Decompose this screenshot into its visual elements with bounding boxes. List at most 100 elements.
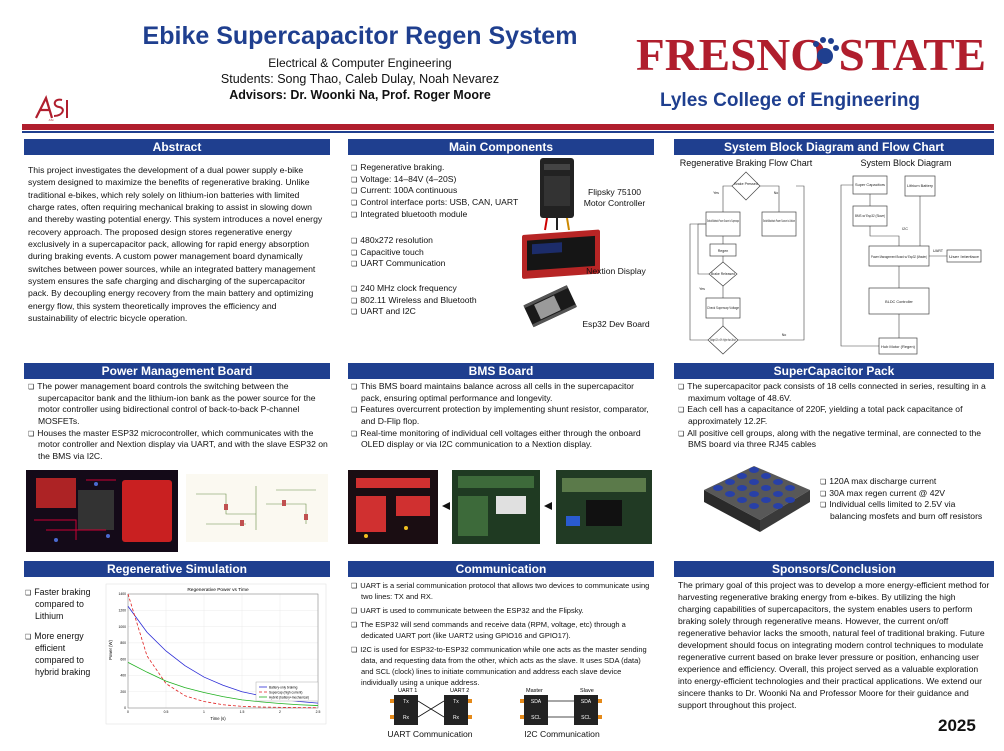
- i2c-pin-label: SCL: [531, 715, 541, 721]
- i2c-pin-label: SCL: [581, 715, 591, 721]
- flow-edge-label: No: [774, 191, 779, 195]
- uart-device-label: UART 2: [450, 688, 469, 694]
- display-spec-list: 480x272 resolution Capacitive touch UART…: [351, 235, 521, 270]
- sponsors-body: The primary goal of this project was to …: [678, 580, 990, 711]
- flow-label: Voltage 42V or 5%: Higher than Lithium: [710, 338, 736, 342]
- flow-edge-label: No: [782, 333, 787, 337]
- comm-list: UART is a serial communication protocol …: [351, 581, 651, 689]
- poster-year: 2025: [938, 716, 976, 735]
- motor-controller-image: [540, 158, 574, 231]
- i2c-pin-label: SDA: [581, 699, 592, 705]
- chart-title: Regenerative Power vs Time: [187, 587, 249, 593]
- list-item: UART is a serial communication protocol …: [351, 581, 651, 603]
- i2c-diagram: Master Slave SDA SCL SDA SCL: [520, 688, 602, 725]
- flow-process: [761, 211, 797, 237]
- series-line: [127, 593, 319, 709]
- uart-pin-label: Tx: [453, 699, 459, 705]
- arrow-icon: [544, 502, 552, 510]
- header-divider-blue: [22, 131, 994, 133]
- block-heading: System Block Diagram and Flow Chart: [674, 139, 994, 155]
- x-tick-label: 2: [279, 710, 281, 714]
- flow-label: Switch/Maintain Power Source to Lithium: [763, 219, 795, 223]
- supercap-spec-list: 120A max discharge current 30A max regen…: [820, 476, 992, 523]
- nextion-caption: Nextion Display: [586, 266, 646, 276]
- list-item: 30A max regen current @ 42V: [820, 488, 992, 500]
- y-tick-label: 0: [124, 706, 126, 710]
- uart-pin-label: Tx: [403, 699, 409, 705]
- y-tick-label: 1400: [118, 592, 126, 596]
- arrow-icon: [442, 502, 450, 510]
- list-item: Current: 100A continuous: [351, 185, 531, 197]
- flow-process: [705, 211, 741, 237]
- list-item: This BMS board maintains balance across …: [351, 381, 651, 404]
- college-name: Lyles College of Engineering: [659, 90, 921, 111]
- block-diagram-title: System Block Diagram: [860, 158, 952, 168]
- block-label: Super Capacitors: [855, 183, 885, 187]
- supercap-pack-image: [704, 466, 810, 532]
- series-line: [127, 662, 319, 706]
- x-tick-label: 1: [203, 710, 205, 714]
- legend-label: Hybrid (battery+mechanical): [269, 696, 309, 700]
- list-item: 120A max discharge current: [820, 476, 992, 488]
- flow-edge-label: Yes: [699, 287, 705, 291]
- list-item: The supercapacitor pack consists of 18 c…: [678, 381, 992, 404]
- motor-caption: Flipsky 75100 Motor Controller: [583, 187, 646, 209]
- y-tick-label: 1200: [118, 608, 126, 612]
- legend-label: Supercap (high current): [269, 691, 303, 695]
- bms-list: This BMS board maintains balance across …: [351, 381, 651, 451]
- regen-flowchart: Brake Pressed Switch/Maintain Power Sour…: [689, 171, 805, 355]
- esp32-board-image: [523, 285, 577, 328]
- i2c-device-label: Master: [526, 688, 543, 694]
- nextion-display-image: [522, 229, 600, 279]
- y-tick-label: 200: [120, 690, 126, 694]
- system-block-diagram: Super Capacitors Lithium Battery BMS w/ …: [840, 175, 982, 355]
- bms-heading: BMS Board: [348, 363, 654, 379]
- esp32-caption: Esp32 Dev Board: [582, 319, 650, 329]
- supercap-list: The supercapacitor pack consists of 18 c…: [678, 381, 992, 451]
- abstract-body: This project investigates the developmen…: [28, 165, 323, 324]
- block-label: BMS w/ Esp32 (Slave): [855, 214, 886, 218]
- x-tick-label: 1.5: [240, 710, 245, 714]
- plot-frame: [127, 593, 319, 709]
- supercap-heading: SuperCapacitor Pack: [674, 363, 994, 379]
- list-item: Each cell has a capacitance of 220F, yie…: [678, 404, 992, 427]
- list-item: Regenerative braking.: [351, 162, 531, 174]
- abstract-heading: Abstract: [24, 139, 330, 155]
- uart-device-label: UART 1: [398, 688, 417, 694]
- list-item: UART is used to communicate between the …: [351, 606, 651, 617]
- flow-decision: [707, 325, 739, 355]
- block-label: I2C: [902, 227, 908, 231]
- block-label: Hub Motor (Regen): [881, 345, 916, 349]
- department: Electrical & Computer Engineering: [268, 56, 452, 70]
- fresno-state-wordmark: FRESNO STATE: [636, 29, 986, 80]
- students: Students: Song Thao, Caleb Dulay, Noah N…: [220, 72, 500, 86]
- poster-title: Ebike Supercapacitor Regen System: [142, 22, 578, 50]
- esp-spec-list: 240 MHz clock frequency 802.11 Wireless …: [351, 283, 526, 318]
- flowchart-title: Regenerative Braking Flow Chart: [679, 158, 813, 168]
- fresno-state-logo: FRESNO STATE: [636, 29, 986, 80]
- y-tick-label: 1000: [118, 625, 126, 629]
- motor-spec-list: Regenerative braking. Voltage: 14–84V (4…: [351, 162, 531, 220]
- list-item: Integrated bluetooth module: [351, 209, 531, 221]
- regen-list: Faster braking compared to Lithium More …: [25, 587, 103, 679]
- list-item: Real-time monitoring of individual cell …: [351, 428, 651, 451]
- pmb-schematic-image: [186, 474, 328, 542]
- asi-logo-text: ASI: [49, 118, 54, 122]
- x-tick-label: 0: [127, 710, 129, 714]
- flow-label: Brake Released: [711, 272, 735, 276]
- y-tick-label: 400: [120, 674, 126, 678]
- chart-legend: Battery-only braking Supercap (high curr…: [255, 681, 319, 702]
- list-item: UART Communication: [351, 258, 521, 270]
- block-label: User Interface: [949, 255, 979, 259]
- list-item: Voltage: 14–84V (4–20S): [351, 174, 531, 186]
- y-tick-label: 600: [120, 657, 126, 661]
- flow-label: Brake Pressed: [734, 182, 758, 186]
- list-item: 480x272 resolution: [351, 235, 521, 247]
- pmb-list: The power management board controls the …: [28, 381, 328, 463]
- list-item: 240 MHz clock frequency: [351, 283, 526, 295]
- chart-ylabel: Power (W): [108, 640, 113, 660]
- list-item: The ESP32 will send commands and receive…: [351, 620, 651, 642]
- list-item: Houses the master ESP32 microcontroller,…: [28, 428, 328, 463]
- x-tick-label: 0.5: [164, 710, 169, 714]
- uart-pin-label: Rx: [453, 715, 460, 721]
